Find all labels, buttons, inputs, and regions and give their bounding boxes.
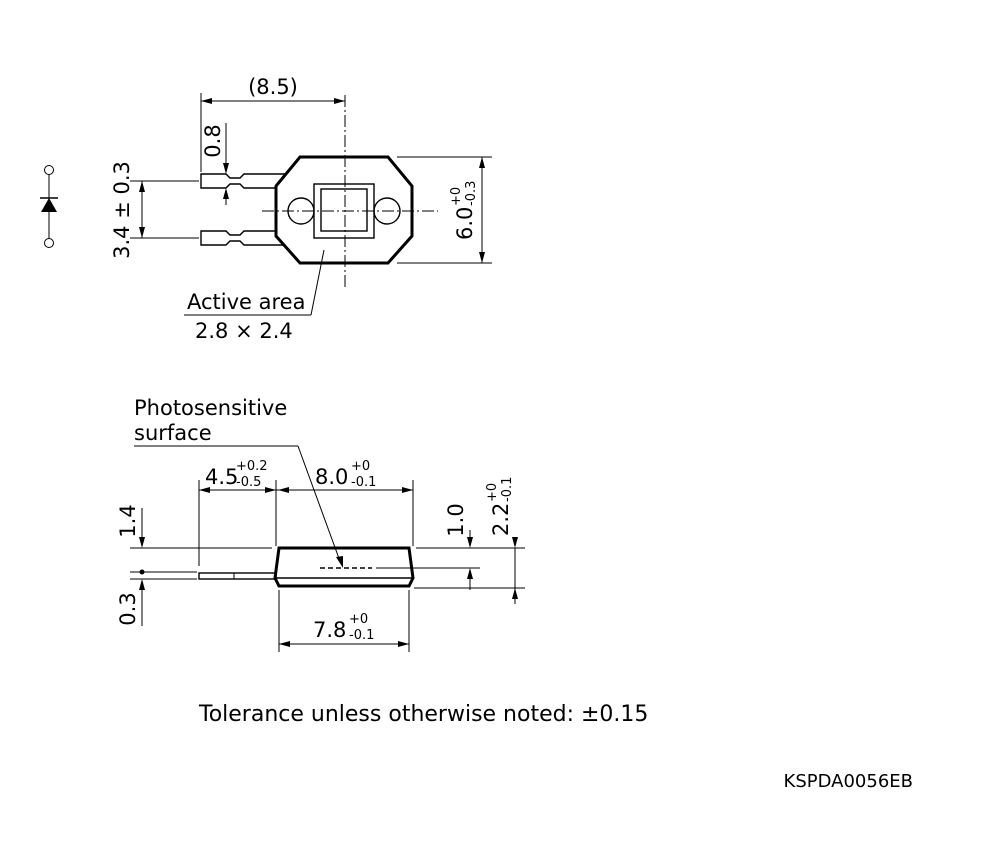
- top-lead-lower: [200, 230, 287, 246]
- dim-height-sup: +0: [449, 187, 464, 206]
- dim-lead-len-sup: +0.2: [236, 459, 268, 474]
- dim-lead-len-main: 4.5: [205, 465, 238, 489]
- drawing-code: KSPDA0056EB: [784, 771, 913, 792]
- dim-height-main: 6.0: [453, 207, 477, 240]
- dim-surface-depth: 1.0: [444, 503, 468, 536]
- photodiode-symbol-icon: [40, 165, 58, 248]
- dim-top-width-main: 8.0: [315, 465, 348, 489]
- dim-bottom-width-main: 7.8: [313, 618, 346, 642]
- active-area-value: 2.8 × 2.4: [195, 319, 293, 343]
- side-view: Photosensitive surface 4.5 +0.2 -0.5 8.0…: [116, 396, 525, 652]
- tolerance-note: Tolerance unless otherwise noted: ±0.15: [198, 702, 648, 727]
- dim-lead-height: 1.4: [116, 504, 140, 537]
- dim-top-width-sup: +0: [351, 459, 370, 474]
- active-area-label: Active area: [187, 290, 305, 314]
- dim-lead-len-sub: -0.5: [236, 475, 261, 490]
- dim-bottom-width-sub: -0.1: [349, 628, 374, 643]
- dim-total-height-sub: -0.1: [500, 477, 515, 502]
- photosensitive-label-1: Photosensitive: [134, 396, 287, 420]
- dim-lead-pitch: 3.4 ± 0.3: [110, 161, 134, 259]
- side-package-body: [273, 546, 415, 588]
- top-view: (8.5) 0.8 3.4 ± 0.3 6.0 +0 -0.3 Active a…: [110, 75, 492, 343]
- top-lead-upper: [200, 173, 287, 189]
- dim-bottom-width-sup: +0: [349, 612, 368, 627]
- dim-total-height-sup: +0: [485, 483, 500, 502]
- side-lead: [198, 572, 277, 580]
- dim-lead-thickness: 0.3: [116, 592, 140, 625]
- dim-width-ref: (8.5): [248, 75, 298, 99]
- active-area: [320, 188, 368, 232]
- dim-total-height-main: 2.2: [489, 503, 513, 536]
- package-body: [274, 155, 414, 265]
- dim-height-sub: -0.3: [464, 181, 479, 206]
- dim-top-width-sub: -0.1: [351, 475, 376, 490]
- dim-lead-width: 0.8: [201, 124, 225, 157]
- photosensitive-label-2: surface: [134, 421, 212, 445]
